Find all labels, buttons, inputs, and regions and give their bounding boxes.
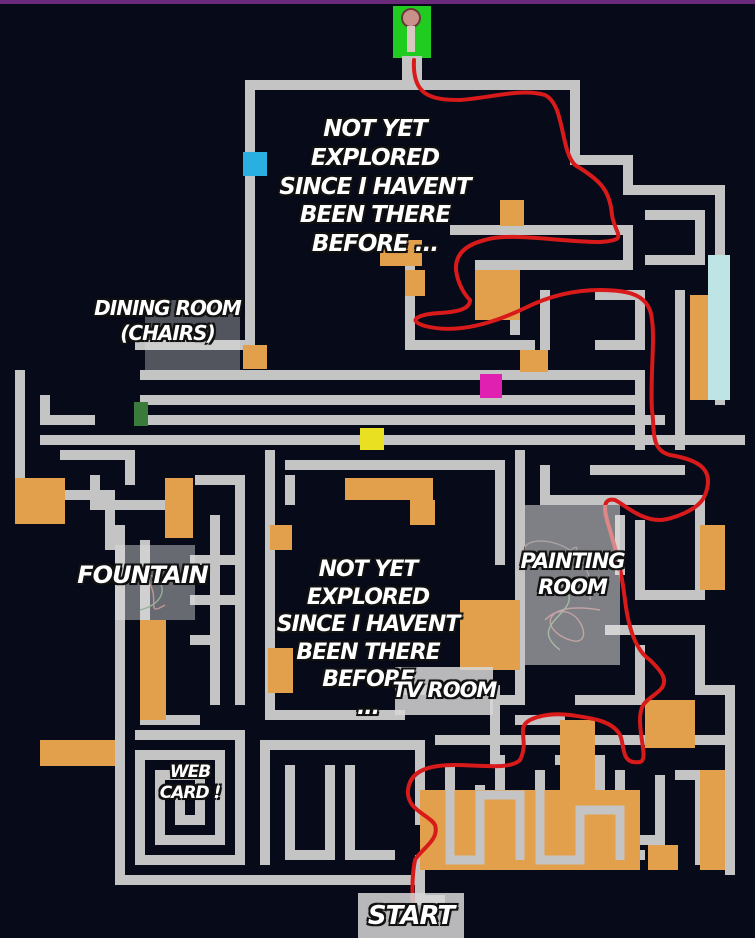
maze-gaps — [445, 790, 625, 865]
green-door-marker — [134, 402, 148, 426]
dining-room-tag-background — [145, 300, 240, 370]
window-top-border — [0, 0, 755, 4]
route-path — [405, 58, 711, 907]
tv-room-label: TV ROOM — [392, 678, 498, 702]
unexplored-top-label: NOT YET EXPLORED SINCE I HAVENT BEEN THE… — [279, 116, 471, 257]
cyan-key-marker — [243, 152, 267, 176]
fountain-tag-background — [115, 545, 195, 620]
dining-room-label: DINING ROOM (CHAIRS) — [94, 296, 242, 345]
painting-room-label: PAINTING ROOM — [520, 549, 625, 600]
fountain-label: FOUNTAIN — [77, 561, 208, 589]
pale-wall-segment — [708, 255, 730, 400]
yellow-key-marker — [360, 428, 384, 450]
start-tag-background — [358, 893, 464, 938]
start-label: START — [367, 901, 455, 931]
web-card-label: WEB CARD ! — [159, 762, 222, 804]
magenta-key-marker — [480, 374, 502, 398]
painting-room-tag-background — [525, 505, 620, 665]
tv-room-tag-background — [395, 667, 493, 715]
unexplored-mid-label: NOT YET EXPLORED SINCE I HAVENT BEEN THE… — [276, 557, 461, 720]
colored-markers — [134, 152, 730, 450]
exit-door-icon — [393, 6, 431, 86]
